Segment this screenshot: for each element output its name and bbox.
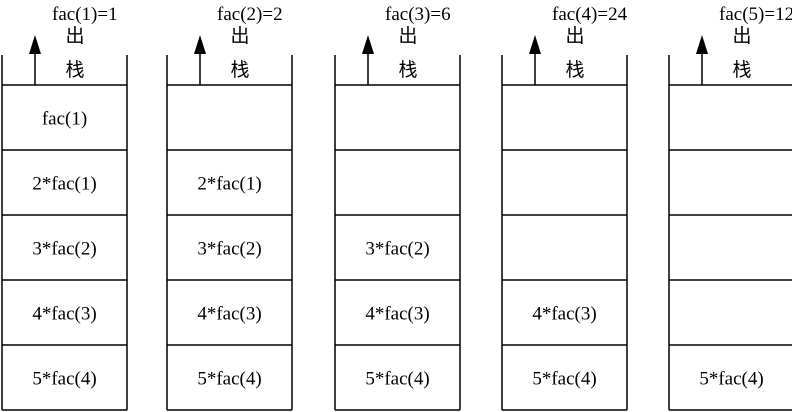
pop-arrow-icon <box>362 35 374 54</box>
stack-cell: 2*fac(1) <box>197 174 261 195</box>
stack-cell: 5*fac(4) <box>699 369 763 390</box>
pop-label-char: 出 <box>732 25 751 47</box>
pop-label-char: 栈 <box>65 59 84 81</box>
stack-cell: 3*fac(2) <box>32 239 96 260</box>
pop-arrow-icon <box>29 35 41 54</box>
pop-label-char: 栈 <box>230 59 249 81</box>
pop-result-label: fac(4)=24 <box>552 4 628 25</box>
stack-cell: 4*fac(3) <box>365 304 429 325</box>
stack-cell: 4*fac(3) <box>32 304 96 325</box>
stack-cell: 3*fac(2) <box>197 239 261 260</box>
pop-label-char: 栈 <box>732 59 751 81</box>
pop-arrow-icon <box>194 35 206 54</box>
pop-label-char: 出 <box>65 25 84 47</box>
pop-label-char: 出 <box>398 25 417 47</box>
pop-label-char: 出 <box>230 25 249 47</box>
stack-cell: 5*fac(4) <box>532 369 596 390</box>
pop-arrow-icon <box>529 35 541 54</box>
pop-result-label: fac(2)=2 <box>217 4 283 25</box>
stack-cell: 3*fac(2) <box>365 239 429 260</box>
pop-result-label: fac(1)=1 <box>52 4 118 25</box>
pop-result-label: fac(3)=6 <box>385 4 451 25</box>
pop-arrow-icon <box>696 35 708 54</box>
pop-label-char: 出 <box>565 25 584 47</box>
stack-cell: 2*fac(1) <box>32 174 96 195</box>
stack-cell: 4*fac(3) <box>197 304 261 325</box>
stack-cell: 5*fac(4) <box>197 369 261 390</box>
stack-cell: 5*fac(4) <box>365 369 429 390</box>
pop-result-label: fac(5)=120 <box>719 4 792 25</box>
stack-cell: fac(1) <box>42 109 87 130</box>
stack-cell: 4*fac(3) <box>532 304 596 325</box>
pop-label-char: 栈 <box>565 59 584 81</box>
stack-cell: 5*fac(4) <box>32 369 96 390</box>
pop-label-char: 栈 <box>398 59 417 81</box>
